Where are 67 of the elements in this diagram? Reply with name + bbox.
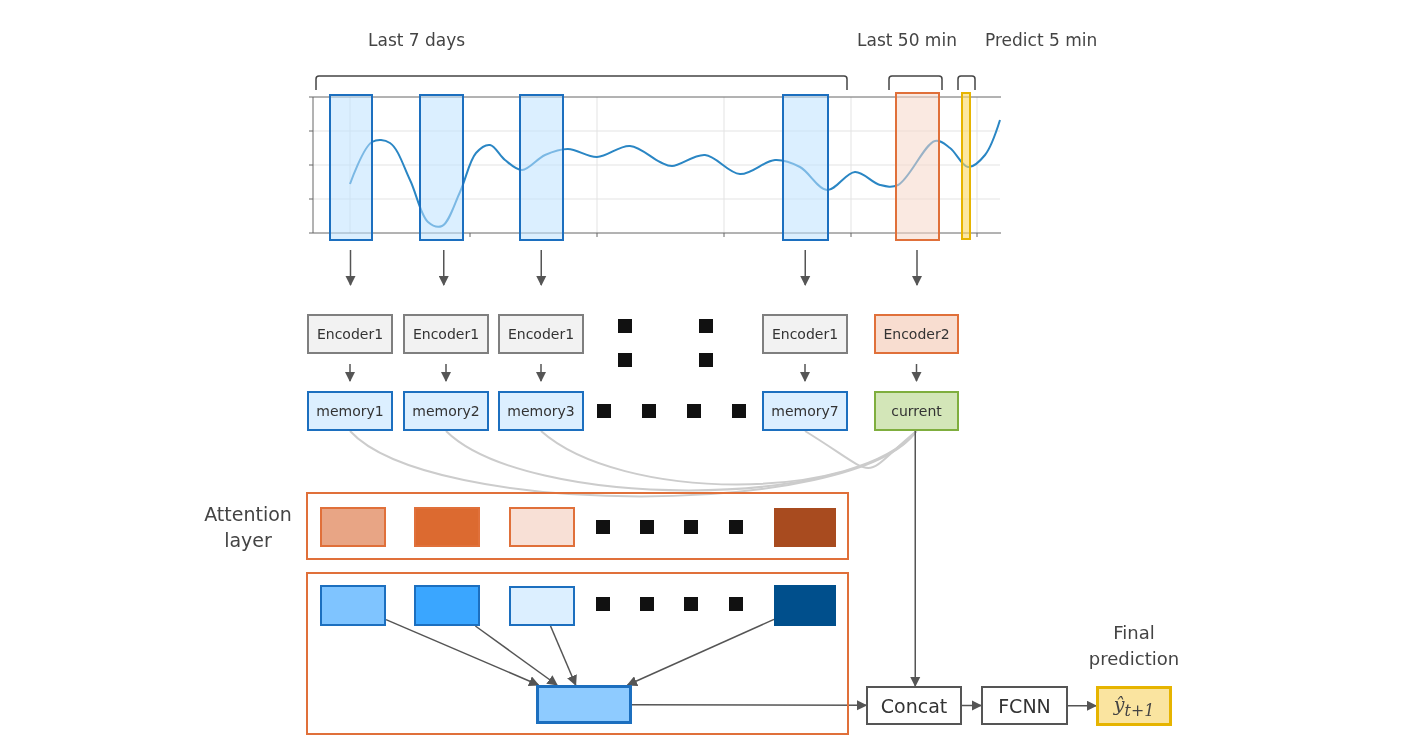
arrow xyxy=(1067,700,1098,712)
process-box xyxy=(981,686,1068,725)
connector-line xyxy=(349,430,918,498)
arrow xyxy=(800,249,811,287)
arrow xyxy=(631,700,868,711)
current-box xyxy=(874,391,959,431)
node-label: memory1 xyxy=(316,403,384,419)
memory-box xyxy=(403,391,489,431)
process-box xyxy=(866,686,962,725)
weight-block xyxy=(414,507,480,547)
encoder-box xyxy=(498,314,584,354)
time-window xyxy=(419,94,464,241)
time-window xyxy=(782,94,829,241)
node-label: ŷ$_{t+1}$ xyxy=(1113,692,1155,720)
vector-block xyxy=(774,585,836,626)
range-label: Last 7 days xyxy=(368,30,466,50)
node-label: Encoder1 xyxy=(412,326,480,342)
encoder-box xyxy=(307,314,393,354)
range-label: Predict 5 min xyxy=(985,30,1098,50)
arrow xyxy=(799,363,811,383)
node-label: memory3 xyxy=(507,403,575,419)
vector-block xyxy=(320,585,386,626)
arrow xyxy=(474,625,558,686)
connector-line xyxy=(540,430,918,486)
arrow xyxy=(961,700,983,711)
arrow xyxy=(438,249,449,287)
arrow xyxy=(626,618,775,686)
vector-block xyxy=(509,586,575,626)
memory-box xyxy=(307,391,393,431)
node-label: memory2 xyxy=(412,403,480,419)
layer-label: Attention layer xyxy=(203,502,293,553)
time-window xyxy=(519,94,564,241)
node-label: current xyxy=(891,403,942,419)
arrow xyxy=(910,430,921,688)
node-label: Encoder1 xyxy=(507,326,575,342)
node-label: Encoder2 xyxy=(883,326,950,342)
node-label: Concat xyxy=(880,694,948,717)
range-label: Last 50 min xyxy=(857,30,957,50)
memory-box xyxy=(762,391,848,431)
arrow xyxy=(440,363,452,383)
arrow xyxy=(385,618,540,687)
arrow xyxy=(911,249,923,287)
arrow xyxy=(345,249,356,287)
encoder-box xyxy=(762,314,848,354)
encoder-box xyxy=(403,314,489,354)
weight-block xyxy=(320,507,386,547)
layer-frame xyxy=(306,572,849,735)
arrow xyxy=(344,363,356,383)
encoder-box xyxy=(874,314,959,354)
memory-box xyxy=(498,391,584,431)
node-label: Final prediction xyxy=(1087,621,1181,672)
weight-block xyxy=(509,507,575,547)
node-label: Encoder1 xyxy=(771,326,839,342)
time-window xyxy=(961,92,971,240)
time-window xyxy=(895,92,940,241)
vector-block xyxy=(414,585,480,626)
arrow xyxy=(911,363,922,383)
time-window xyxy=(329,94,373,241)
node-label: Encoder1 xyxy=(316,326,384,342)
arrow xyxy=(535,363,547,383)
vector-block xyxy=(536,685,632,724)
arrow xyxy=(549,625,577,686)
node-label: FCNN xyxy=(998,694,1051,717)
output-box xyxy=(1096,686,1172,726)
weight-block xyxy=(774,508,836,547)
node-label: memory7 xyxy=(771,403,839,419)
arrow xyxy=(536,249,547,287)
